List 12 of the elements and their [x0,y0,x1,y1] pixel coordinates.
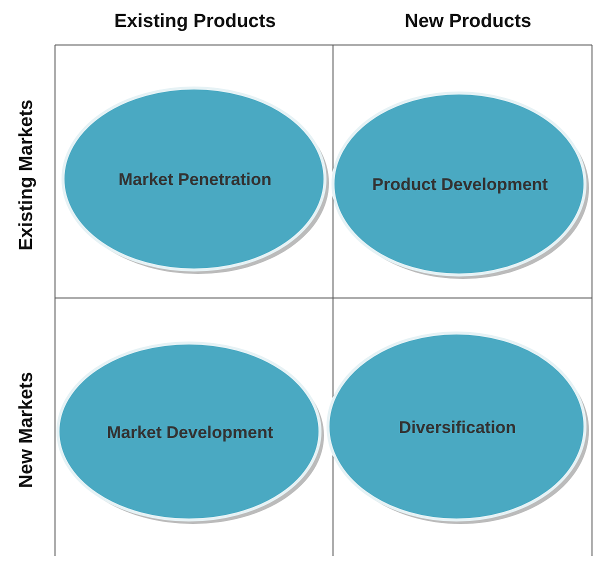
row-heading: New Markets [16,372,38,488]
column-heading: Existing Products [114,11,276,33]
strategy-label: Diversification [398,416,518,438]
strategy-ellipse [330,90,590,280]
strategy-ellipse [55,340,325,525]
strategy-label: Market Development [106,422,274,444]
strategy-label: Market Penetration [117,169,273,191]
strategy-ellipse [325,330,590,525]
strategy-label: Product Development [371,174,549,196]
strategy-ellipse [60,85,330,275]
column-heading: New Products [404,11,532,33]
row-heading: Existing Markets [16,100,38,250]
